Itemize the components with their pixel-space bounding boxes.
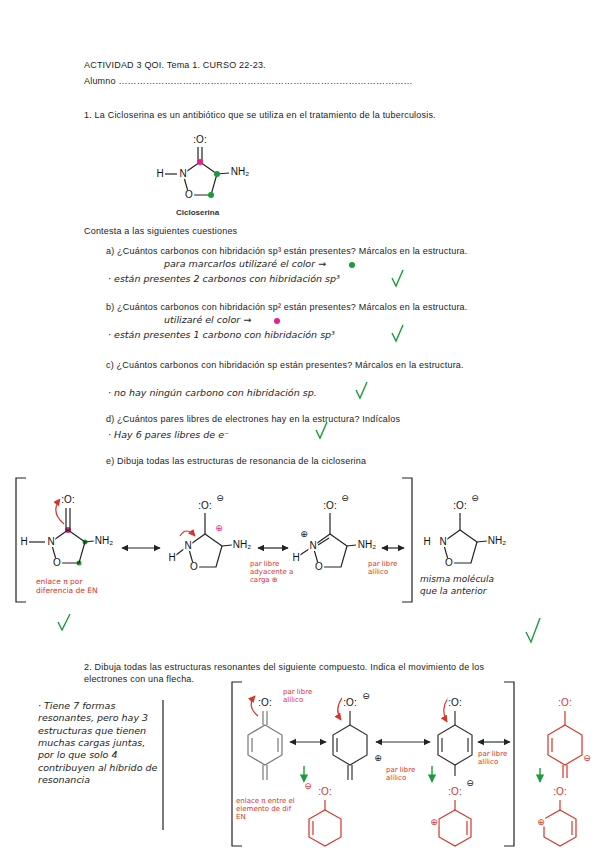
handwritten-answer: · Tiene 7 formas resonantes, pero hay 3 … (38, 700, 158, 786)
printed-text: 2. Dibuja todas las estructuras resonant… (84, 662, 524, 685)
handwritten-answer: para marcarlos utilizaré el color → (164, 258, 326, 270)
atom-label: :O: (60, 495, 75, 505)
atom-label: O (184, 190, 194, 200)
check-marks (58, 270, 540, 642)
resonance-row-1 (29, 508, 487, 567)
atom-label: :O: (447, 787, 462, 797)
charge-symbol: ⊖ (216, 494, 224, 503)
atom-label: H (291, 553, 300, 563)
atom-label: :O: (192, 135, 207, 145)
atom-label: O (444, 558, 454, 568)
charge-symbol: ⊖ (471, 494, 479, 503)
red-annotation: par libre alílico (386, 766, 424, 782)
red-annotation: par libre alílico (368, 560, 406, 576)
atom-label: N (178, 169, 187, 179)
handwritten-answer: utilizaré el color → (164, 314, 251, 326)
charge-symbol: ⊖ (341, 494, 349, 503)
atom-label: NH₂ (94, 536, 114, 546)
charge-symbol: ⊕ (374, 754, 382, 763)
atom-label: :O: (557, 698, 572, 708)
red-resonance-structures (309, 711, 582, 846)
atom-label: H (167, 553, 176, 563)
atom-label: N (183, 541, 192, 551)
printed-text: a) ¿Cuántos carbonos con hibridación sp³… (106, 246, 506, 258)
atom-label: H (155, 169, 164, 179)
red-annotation: enlace π entre el elemento de dif EN (236, 797, 302, 821)
charge-symbol: ⊕ (537, 818, 545, 827)
handwritten-answer: · están presentes 2 carbonos con hibrida… (108, 273, 340, 285)
handwritten-answer: · no hay ningún carbono con hibridación … (108, 387, 317, 399)
quinone-methide-structures (248, 711, 510, 780)
atom-label: N (46, 537, 55, 547)
red-annotation: enlace π por diferencia de EN (36, 578, 100, 595)
green-down-arrows (304, 766, 540, 782)
atom-label: :O: (342, 698, 357, 708)
printed-text: Alumno …………………………………………………………………………………… (84, 76, 554, 88)
charge-symbol: ⊕ (215, 524, 223, 533)
worksheet-title: ACTIVIDAD 3 QOI. Tema 1. CURSO 22-23. (84, 60, 266, 72)
handwritten-answer: misma molécula que la anterior (420, 574, 510, 597)
atom-label: H (19, 537, 28, 547)
atom-label: :O: (197, 501, 212, 511)
charge-symbol: ⊖ (304, 782, 312, 791)
printed-text: 1. La Cicloserina es un antibiótico que … (84, 110, 564, 122)
charge-symbol: ⊖ (466, 779, 474, 788)
printed-text: Contesta a las siguientes cuestiones (84, 226, 237, 238)
atom-label: O (189, 562, 199, 572)
red-annotation: par libre adyacente a carga ⊕ (250, 560, 302, 584)
atom-label: O (314, 562, 324, 572)
curved-electron-arrows (56, 499, 448, 722)
atom-label: :O: (452, 501, 467, 511)
atom-label: :O: (257, 698, 272, 708)
atom-label: NH₂ (357, 540, 377, 550)
printed-text: b) ¿Cuántos carbonos con hibridación sp²… (106, 302, 506, 314)
atom-label: N (438, 537, 447, 547)
cicloserina-structure (165, 147, 229, 195)
atom-label: N (308, 541, 317, 551)
atom-label: H (422, 537, 431, 547)
printed-text: c) ¿Cuántos carbonos con hibridación sp … (106, 360, 506, 372)
molecule-name: Cicloserina (176, 208, 219, 218)
atom-label: :O: (552, 787, 567, 797)
printed-text: d) ¿Cuántos pares libres de electrones h… (106, 414, 536, 426)
atom-label: NH₂ (232, 540, 252, 550)
atom-label: :O: (447, 698, 462, 708)
atom-label: :O: (317, 787, 332, 797)
charge-symbol: ⊕ (300, 530, 308, 539)
handwritten-answer: · Hay 6 pares libres de e⁻ (108, 429, 229, 441)
atom-label: O (52, 558, 62, 568)
atom-label: :O: (322, 501, 337, 511)
red-annotation: par libre alílico (478, 750, 512, 766)
handwritten-answer: · están presentes 1 carbono con hibridac… (108, 329, 335, 341)
atom-label: NH₂ (487, 536, 507, 546)
charge-symbol: ⊖ (362, 692, 370, 701)
red-annotation: par libre alílico (283, 688, 321, 704)
printed-text: e) Dibuja todas las estructuras de reson… (106, 456, 366, 468)
atom-label: NH₂ (230, 167, 250, 177)
charge-symbol: ⊖ (583, 754, 591, 763)
charge-symbol: ⊕ (430, 818, 438, 827)
